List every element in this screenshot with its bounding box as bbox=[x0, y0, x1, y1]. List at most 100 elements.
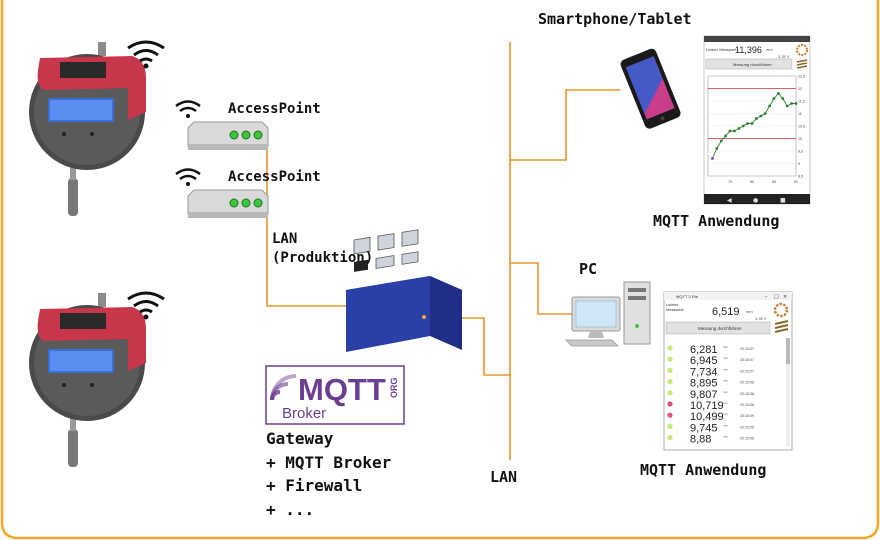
row-status-dot bbox=[667, 401, 673, 407]
row-time: 20:15:09 bbox=[740, 425, 754, 429]
mqtt-logo-org: ORG bbox=[389, 377, 399, 398]
label-lan-production-2: (Produktion) bbox=[272, 250, 373, 266]
chart-y-tick-label: 12,5 bbox=[798, 75, 805, 79]
phone-app-value: 11,396 bbox=[735, 45, 762, 55]
gear-icon bbox=[796, 44, 808, 56]
chart-x-tick-label: 90 bbox=[794, 180, 798, 184]
label-mqtt-app-phone: MQTT Anwendung bbox=[653, 212, 779, 230]
chart-data-point bbox=[719, 139, 723, 143]
row-unit: mm bbox=[723, 401, 728, 405]
chart-x-tick-label: 75 bbox=[728, 180, 732, 184]
chart-y-tick-label: 9,5 bbox=[798, 150, 803, 154]
row-value: 10,719 bbox=[690, 400, 724, 412]
wifi-icon bbox=[175, 168, 201, 176]
row-value: 9,745 bbox=[690, 422, 718, 434]
chart-x-tick-label: 80 bbox=[750, 180, 754, 184]
chart-data-point bbox=[785, 104, 789, 108]
chart-data-point bbox=[733, 129, 736, 133]
row-status-dot bbox=[667, 356, 673, 362]
phone-app-button: Messung durchführen bbox=[733, 62, 772, 67]
label-lan-bottom: LAN bbox=[490, 468, 517, 486]
pc-app-label-2: Messwert: bbox=[666, 307, 684, 312]
row-value: 10,499 bbox=[690, 411, 724, 423]
chart-y-tick-label: 9 bbox=[798, 162, 800, 166]
chart-y-tick-label: 10 bbox=[798, 137, 802, 141]
label-gateway: Gateway bbox=[266, 429, 334, 448]
label-smartphone-tablet: Smartphone/Tablet bbox=[538, 10, 692, 28]
chart-data-point bbox=[724, 134, 727, 138]
chart-data-point bbox=[759, 114, 763, 118]
row-status-dot bbox=[667, 390, 673, 396]
pc-app-voltage: 3,35 V bbox=[755, 316, 767, 321]
label-access-point-2: AccessPoint bbox=[228, 169, 321, 185]
chart-data-point bbox=[777, 92, 780, 95]
phone-home-icon: ● bbox=[753, 197, 758, 204]
chart-data-point bbox=[763, 112, 767, 115]
chart-data-point bbox=[741, 124, 745, 128]
row-time: 20:15:09 bbox=[740, 437, 754, 441]
chart-data-point bbox=[781, 97, 785, 100]
phone-app-label: Letzter Messwert: bbox=[706, 47, 738, 52]
wireless-gauge-1 bbox=[29, 40, 165, 216]
pc-app-unit: mm bbox=[746, 309, 753, 314]
chart-data-point bbox=[715, 147, 719, 150]
row-status-dot bbox=[667, 379, 673, 385]
pc-device bbox=[565, 281, 651, 347]
wifi-icon bbox=[175, 100, 201, 108]
phone-app-unit: mm bbox=[766, 47, 773, 52]
chart-data-point bbox=[750, 122, 754, 125]
row-time: 20:15:07 bbox=[740, 369, 754, 373]
close-icon: × bbox=[783, 294, 787, 300]
chart-y-tick-label: 12 bbox=[798, 87, 802, 91]
chart-x-tick-label: 85 bbox=[772, 180, 776, 184]
row-value: 9,807 bbox=[690, 389, 718, 401]
pc-app-label-1: Letzter bbox=[666, 302, 679, 307]
row-unit: mm bbox=[723, 379, 728, 383]
row-value: 7,734 bbox=[690, 366, 718, 378]
pc-app-screenshot: MQTT 2 File – □ × Letzter Messwert: 6,51… bbox=[663, 291, 793, 451]
chart-data-point bbox=[794, 102, 798, 105]
maximize-icon: □ bbox=[774, 294, 779, 300]
label-lan-production-1: LAN bbox=[272, 231, 297, 247]
chart-data-point bbox=[768, 104, 771, 108]
row-time: 20:15:08 bbox=[740, 403, 754, 407]
label-gateway-more: + ... bbox=[266, 500, 314, 519]
row-value: 8,895 bbox=[690, 378, 718, 390]
access-point-2 bbox=[175, 168, 269, 218]
chart-y-tick-label: 11 bbox=[798, 112, 802, 116]
pc-app-button: Messung durchführen bbox=[698, 326, 742, 331]
pc-app-value: 6,519 bbox=[712, 306, 740, 318]
smartphone-device bbox=[620, 48, 681, 129]
lan-to-phone-line bbox=[510, 89, 620, 161]
chart-y-tick-label: 11,5 bbox=[798, 100, 805, 104]
layers-icon bbox=[796, 59, 808, 69]
chart-data-point bbox=[711, 157, 714, 160]
row-time: 20:15:08 bbox=[740, 381, 754, 385]
row-unit: mm bbox=[723, 435, 728, 439]
row-value: 6,281 bbox=[690, 344, 718, 356]
mqtt-broker-logo: MQTT ORG Broker bbox=[265, 365, 405, 425]
row-time: 20:15:09 bbox=[740, 414, 754, 418]
chart-data-point bbox=[737, 127, 741, 130]
label-pc: PC bbox=[579, 260, 597, 278]
pc-app-title: MQTT 2 File bbox=[676, 294, 699, 299]
wireless-gauge-2 bbox=[29, 291, 165, 467]
label-access-point-1: AccessPoint bbox=[228, 101, 321, 117]
row-time: 20:15:08 bbox=[740, 392, 754, 396]
row-unit: mm bbox=[723, 367, 728, 371]
lan-to-pc-line bbox=[510, 262, 575, 315]
gateway-to-lan-line bbox=[462, 317, 510, 376]
access-point-1 bbox=[175, 100, 269, 150]
chart-data-point bbox=[746, 122, 749, 125]
row-status-dot bbox=[667, 435, 673, 441]
row-unit: mm bbox=[723, 390, 728, 394]
row-time: 20:15:07 bbox=[740, 347, 754, 351]
chart-y-tick-label: 10,5 bbox=[798, 125, 805, 129]
row-status-dot bbox=[667, 345, 673, 351]
chart-data-point bbox=[790, 102, 793, 105]
mqtt-logo-text: MQTT bbox=[298, 372, 386, 407]
